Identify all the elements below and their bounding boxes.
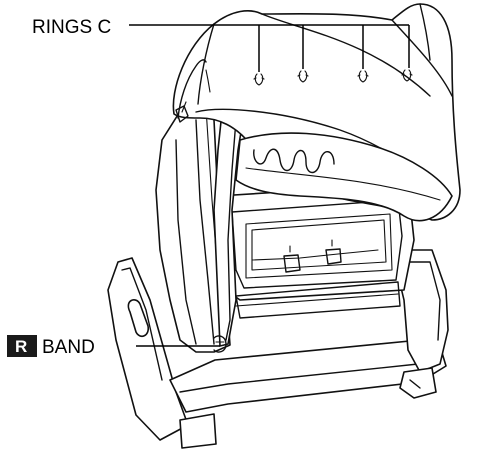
ring-c-1 [253, 73, 265, 86]
badge-r-background [7, 335, 37, 357]
badge-r-text: R [15, 337, 27, 356]
band-part [213, 335, 227, 353]
ring-c-3 [357, 70, 369, 83]
rings-c-markers [253, 69, 413, 86]
rings-c-label: RINGS C [32, 17, 111, 38]
ring-c-2 [297, 70, 309, 83]
back-side-bolster [155, 97, 245, 353]
band-label: BAND [42, 337, 95, 358]
cover-inner-flap [235, 132, 453, 222]
ring-c-4 [401, 69, 413, 82]
back-frame [217, 183, 415, 319]
seat-cushion-frame [107, 249, 449, 449]
badge-r: R [7, 335, 37, 357]
rings-c-leader [129, 24, 410, 72]
